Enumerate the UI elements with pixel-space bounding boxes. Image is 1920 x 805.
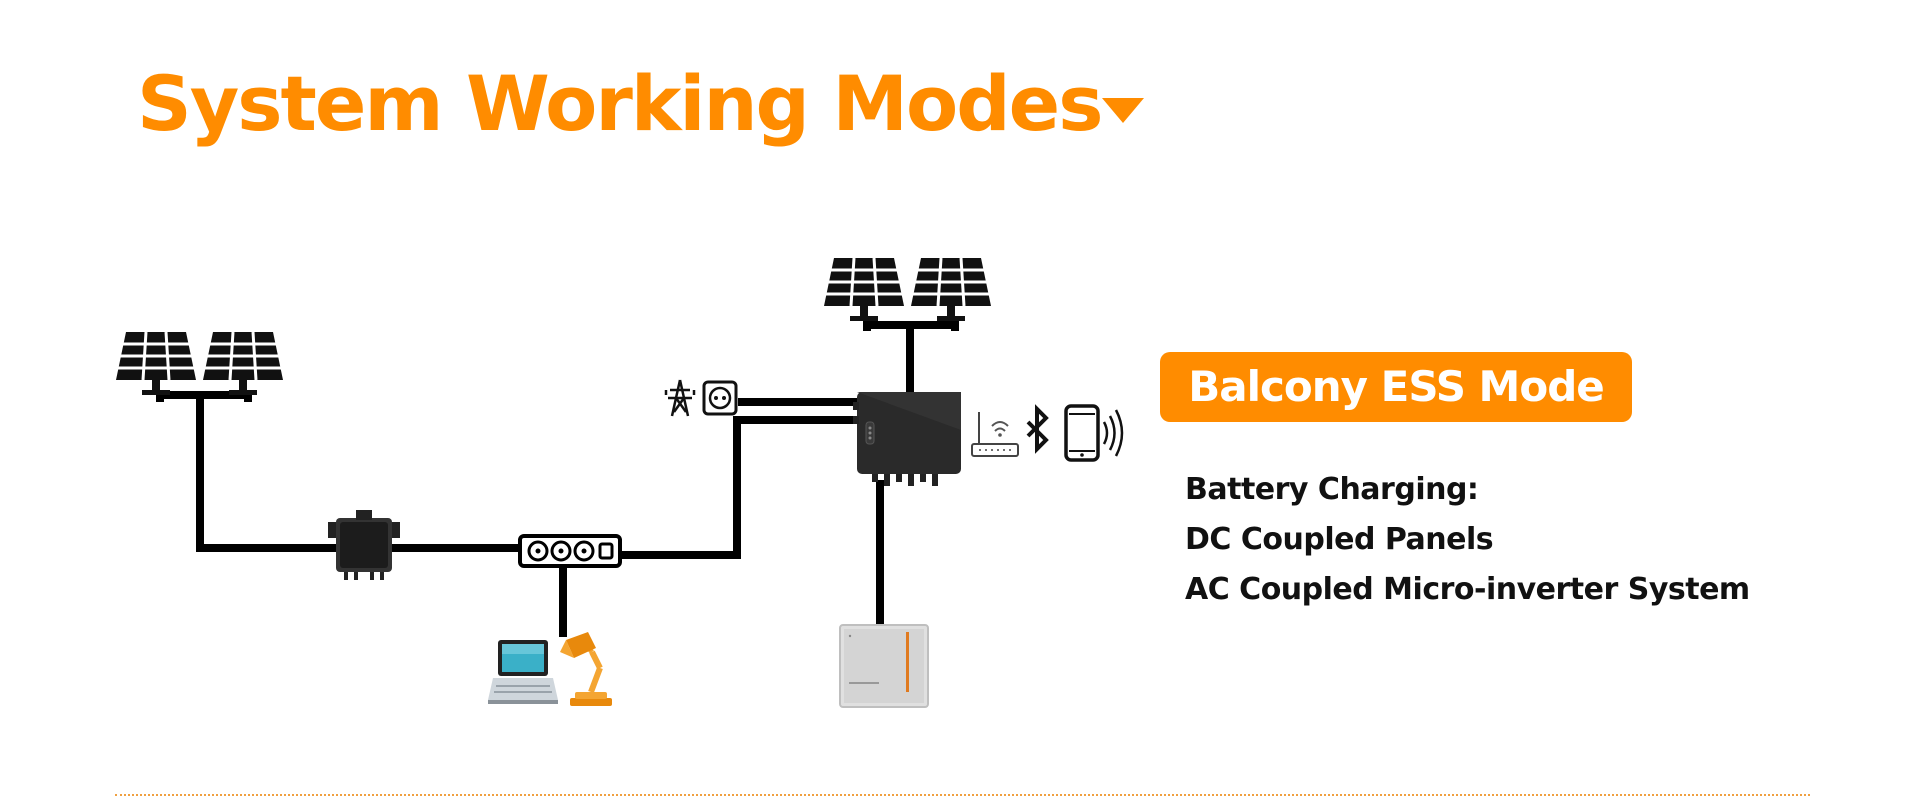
power-tower-icon <box>664 379 696 417</box>
battery-icon <box>839 624 929 708</box>
mode-badge: Balcony ESS Mode <box>1160 352 1632 422</box>
description-line: DC Coupled Panels <box>1185 522 1494 557</box>
ess-inverter-icon <box>853 392 961 486</box>
power-strip-icon <box>518 534 622 568</box>
solar-panel-icon <box>909 256 993 323</box>
router-icon <box>971 412 1019 457</box>
desk-lamp-icon <box>560 632 612 706</box>
bluetooth-icon <box>1026 404 1049 454</box>
description-line: AC Coupled Micro-inverter System <box>1185 572 1750 607</box>
description-line: Battery Charging: <box>1185 472 1479 507</box>
micro-inverter-icon <box>328 510 400 580</box>
caret-down-icon[interactable] <box>1102 98 1144 123</box>
smartphone-icon <box>1064 404 1124 462</box>
wall-socket-icon <box>702 380 738 416</box>
mode-description: Battery Charging: DC Coupled Panels AC C… <box>1185 465 1750 615</box>
laptop-icon <box>488 640 558 704</box>
solar-panel-icon <box>114 330 198 397</box>
wiring <box>156 318 959 637</box>
page-title: System Working Modes <box>137 59 1103 148</box>
solar-panel-icon <box>201 330 285 397</box>
solar-panel-icon <box>822 256 906 323</box>
dotted-divider <box>115 794 1810 796</box>
